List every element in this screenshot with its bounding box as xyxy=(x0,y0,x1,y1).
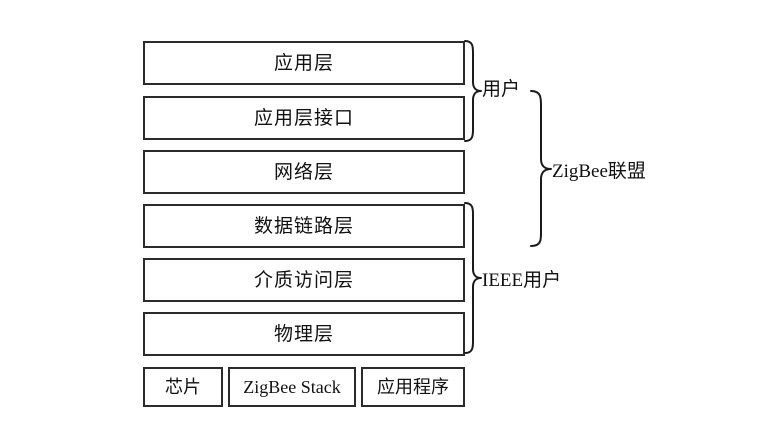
layer-label: 应用层接口 xyxy=(253,107,354,129)
component-label: 应用程序 xyxy=(377,377,449,397)
layer-box-network: 网络层 xyxy=(143,150,465,194)
component-box-chip: 芯片 xyxy=(143,367,223,407)
layer-box-application-interface: 应用层接口 xyxy=(143,96,465,140)
layer-box-physical: 物理层 xyxy=(143,312,465,356)
component-label: ZigBee Stack xyxy=(243,377,341,397)
brace-ieee-icon xyxy=(464,202,482,354)
layer-label: 介质访问层 xyxy=(253,269,354,291)
layer-box-application: 应用层 xyxy=(143,41,465,85)
group-label-zigbee-alliance: ZigBee联盟 xyxy=(552,161,646,182)
layer-label: 物理层 xyxy=(273,323,334,345)
layer-label: 网络层 xyxy=(273,161,334,183)
brace-user-icon xyxy=(464,40,482,142)
layer-label: 数据链路层 xyxy=(253,215,354,237)
layer-box-data-link: 数据链路层 xyxy=(143,204,465,248)
layer-label: 应用层 xyxy=(273,52,334,74)
component-label: 芯片 xyxy=(165,377,201,397)
group-label-user: 用户 xyxy=(482,79,521,100)
group-label-ieee: IEEE用户 xyxy=(482,270,562,291)
component-box-application-program: 应用程序 xyxy=(361,367,465,407)
brace-zigbee-alliance-icon xyxy=(530,90,552,247)
layer-box-medium-access: 介质访问层 xyxy=(143,258,465,302)
component-box-zigbee-stack: ZigBee Stack xyxy=(228,367,356,407)
